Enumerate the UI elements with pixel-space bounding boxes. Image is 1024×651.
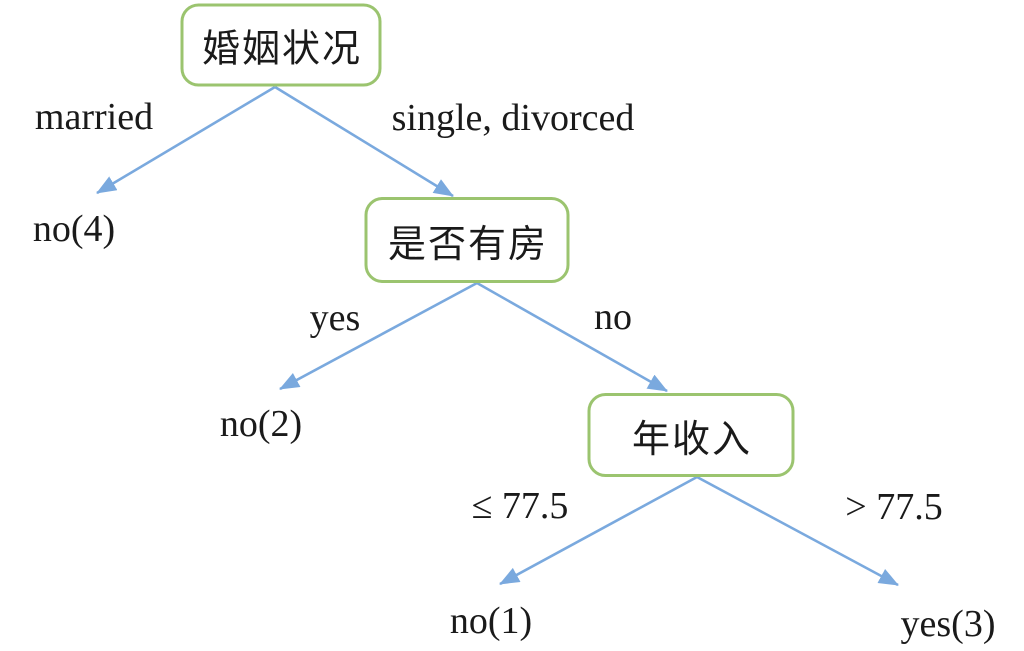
edge-label-single-divorced: single, divorced bbox=[391, 97, 635, 139]
edge-label-gt-77-5: > 77.5 bbox=[845, 486, 943, 528]
edge-line-le-77-5 bbox=[499, 475, 698, 586]
edge-line-gt-77-5 bbox=[696, 475, 899, 587]
edge-line-no bbox=[476, 281, 668, 393]
node-owns-house: 是否有房 bbox=[364, 197, 570, 283]
edge-label-le-77-5: ≤ 77.5 bbox=[471, 485, 569, 527]
leaf-no-1: no(1) bbox=[449, 600, 533, 642]
leaf-no-2: no(2) bbox=[219, 403, 303, 445]
leaf-yes-3: yes(3) bbox=[900, 603, 996, 645]
edge-line-single-divorced bbox=[274, 85, 454, 198]
edge-line-yes bbox=[279, 281, 478, 391]
edge-line-married bbox=[96, 85, 276, 195]
node-annual-income: 年收入 bbox=[587, 393, 795, 477]
edge-label-married: married bbox=[34, 96, 154, 138]
edge-label-yes: yes bbox=[309, 297, 361, 339]
edge-label-no: no bbox=[594, 296, 632, 338]
leaf-no-4: no(4) bbox=[32, 208, 116, 250]
node-marital-status: 婚姻状况 bbox=[180, 3, 382, 87]
